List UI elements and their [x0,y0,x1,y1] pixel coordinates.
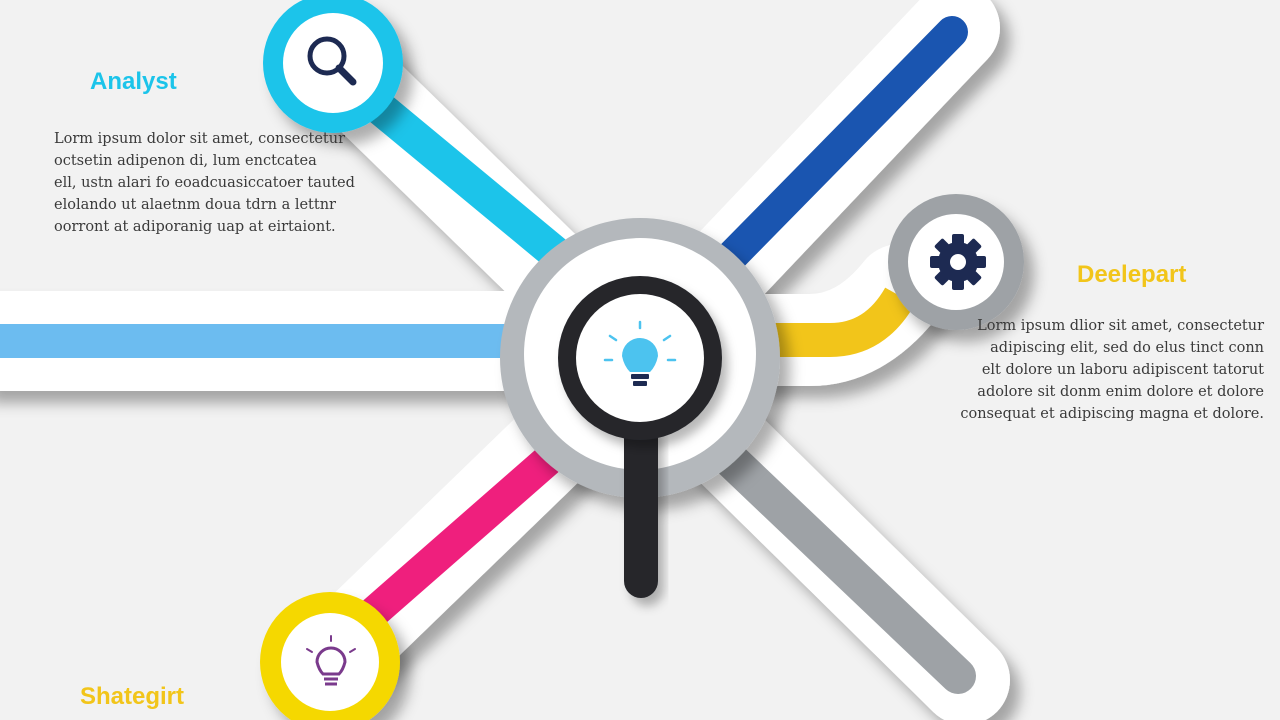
lightbulb-icon [306,635,356,686]
analyst-label: Analyst [90,68,177,95]
analyst-description: Lorm ipsum dolor sit amet, consectetur o… [54,131,355,235]
developer-description: Lorm ipsum dlior sit amet, consectetur a… [960,318,1264,422]
analyst-track-line [369,94,577,276]
developer-track-line [770,287,915,357]
magnifier-handle [624,420,658,598]
central-hub [500,218,780,598]
strategist-track-line [361,447,559,627]
developer-node [888,194,1024,330]
top-right-track-line [714,16,968,274]
analyst-node [263,0,403,133]
bottom-right-track-line [694,424,976,694]
lightbulb-icon [603,320,677,386]
magnifier-icon [307,36,357,86]
developer-label: Deelepart [1077,261,1187,288]
gear-icon [930,234,986,290]
strategist-node [260,592,400,720]
strategist-label: Shategirt [80,683,185,710]
